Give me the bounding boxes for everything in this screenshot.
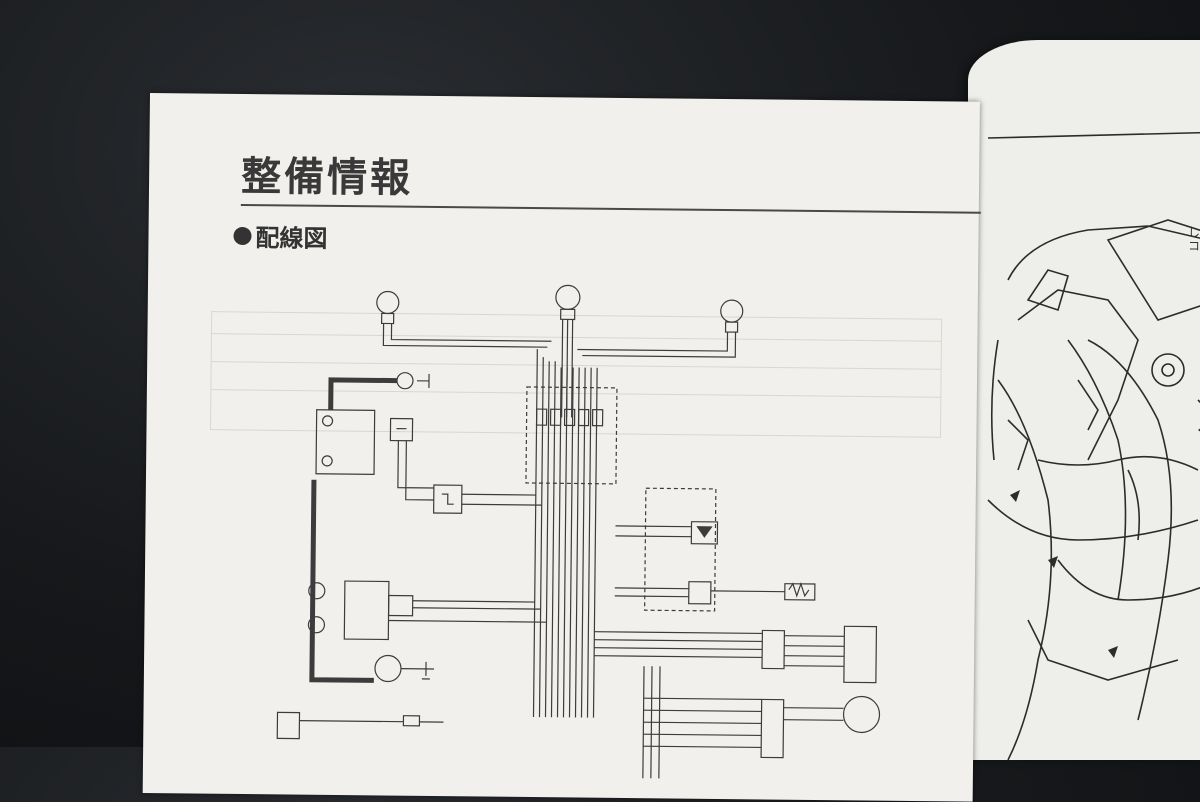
bulb-icon	[377, 291, 399, 323]
relay-icon	[344, 581, 413, 640]
motor-icon	[375, 655, 401, 681]
bulb-icon	[721, 300, 743, 332]
ground-icon	[422, 662, 430, 679]
diode-icon	[691, 522, 717, 544]
wiring-diagram	[143, 93, 980, 802]
right-page-edge-text: し コ	[1188, 225, 1200, 253]
battery-icon	[316, 410, 375, 475]
relay-icon	[434, 485, 462, 513]
motorcycle-illustration	[968, 40, 1200, 760]
bulb-icon	[556, 285, 580, 319]
right-page: し コ	[968, 40, 1200, 760]
bleed-through-table	[210, 312, 941, 438]
ground-icon	[417, 374, 429, 388]
manual-page: 整備情報 配線図	[143, 93, 980, 802]
